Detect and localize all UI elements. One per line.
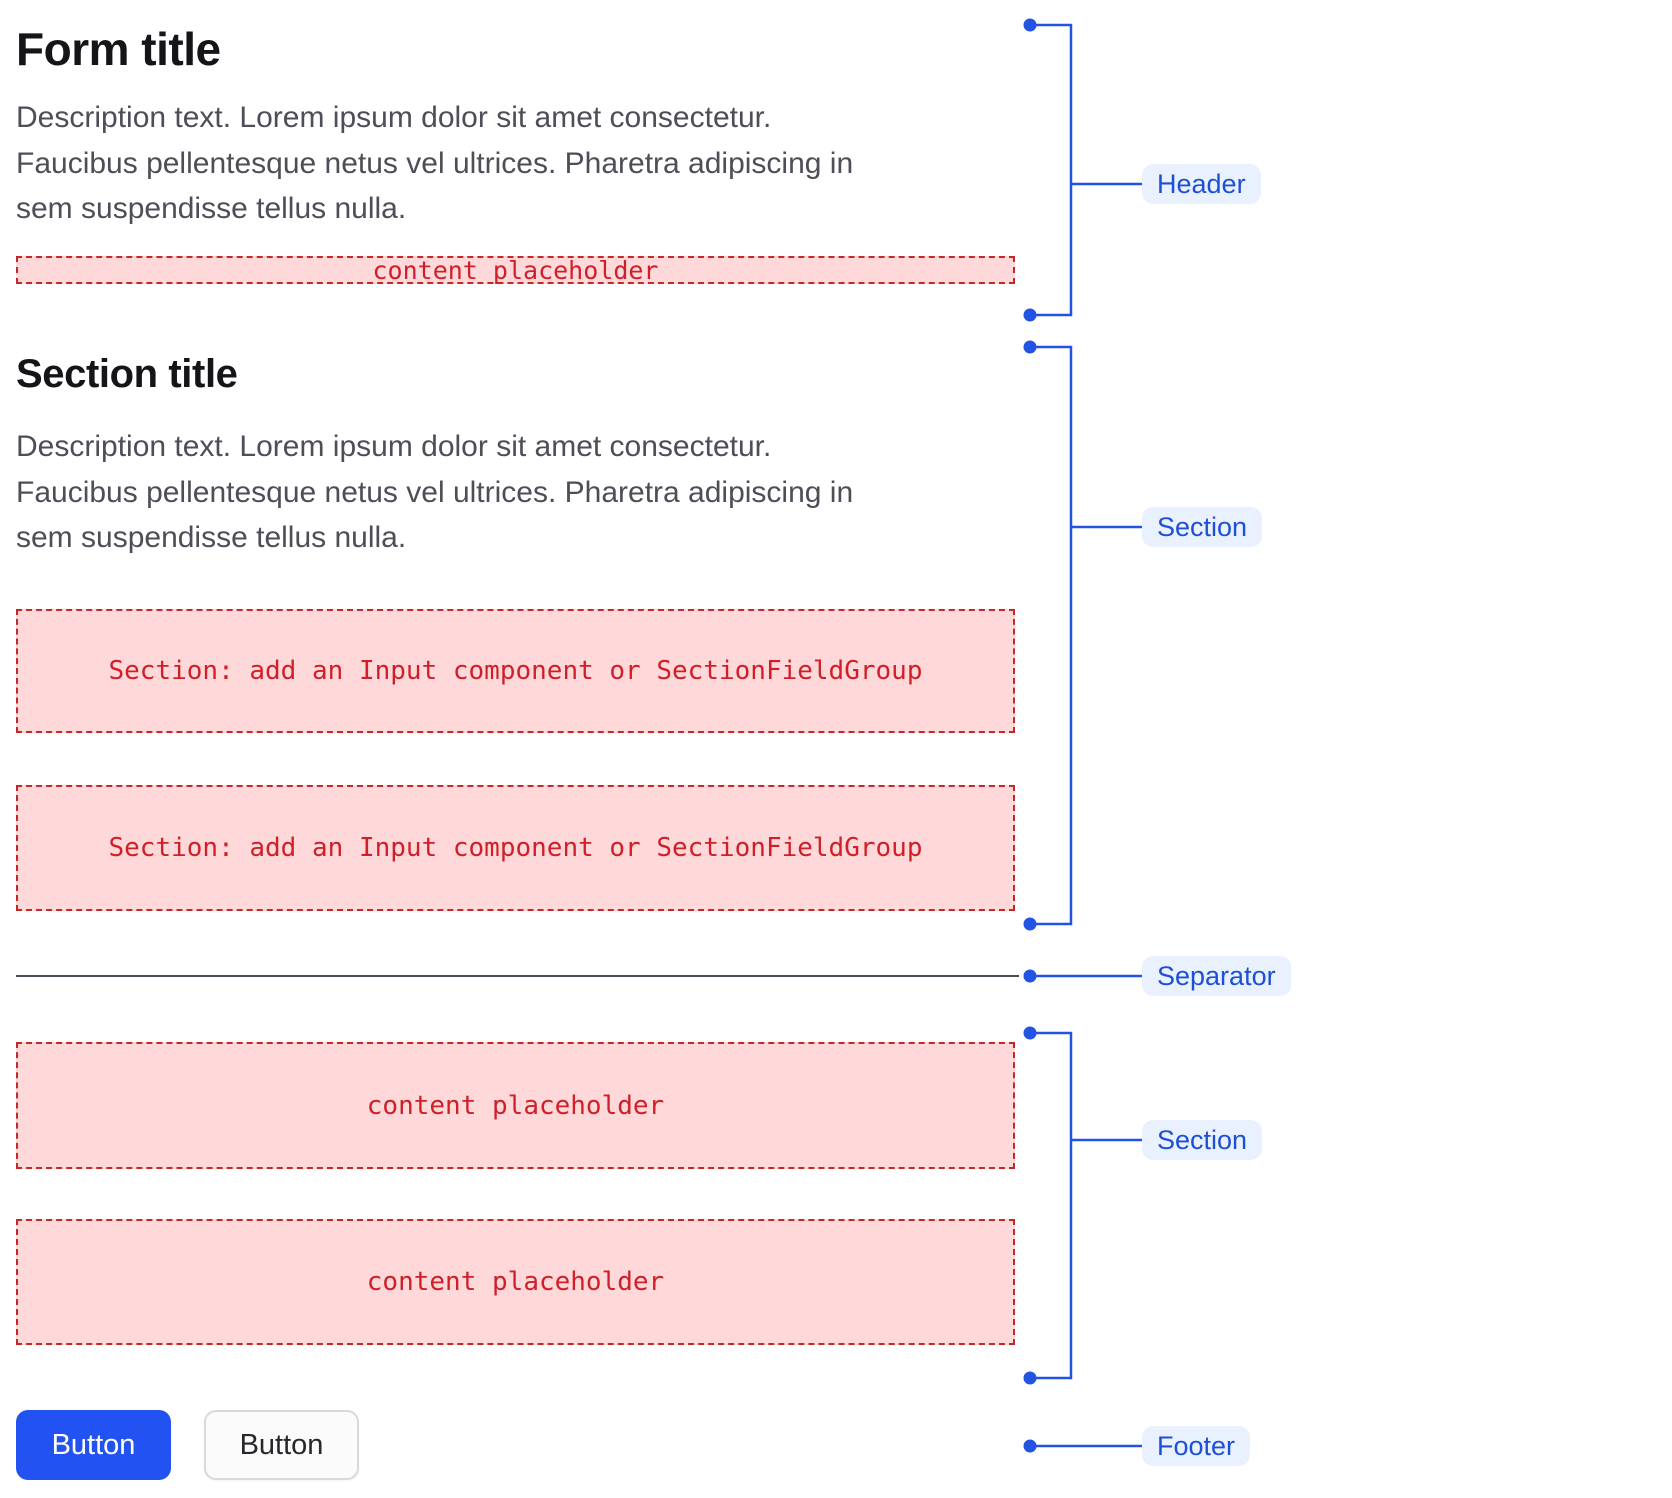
primary-button-label: Button xyxy=(51,1428,136,1461)
annotation-label-footer: Footer xyxy=(1142,1426,1251,1466)
section2-bracket xyxy=(1030,1031,1073,1380)
header-content-placeholder: content placeholder xyxy=(16,256,1015,284)
section2-top-dot xyxy=(1023,1026,1037,1040)
section-field-placeholder-1: Section: add an Input component or Secti… xyxy=(16,609,1015,733)
header-bracket xyxy=(1030,23,1073,317)
section2-bottom-dot xyxy=(1023,1371,1037,1385)
section-field-placeholder-2: Section: add an Input component or Secti… xyxy=(16,785,1015,911)
section2-content-placeholder-2-text: content placeholder xyxy=(366,1267,665,1297)
section1-bottom-dot xyxy=(1023,917,1037,931)
header-content-placeholder-text: content placeholder xyxy=(372,255,659,285)
separator-line xyxy=(16,975,1019,977)
form-description: Description text. Lorem ipsum dolor sit … xyxy=(16,101,854,225)
primary-button[interactable]: Button xyxy=(16,1410,171,1480)
section2-content-placeholder-1: content placeholder xyxy=(16,1042,1015,1169)
section1-top-dot xyxy=(1023,340,1037,354)
section-field-placeholder-1-text: Section: add an Input component or Secti… xyxy=(108,656,923,686)
section2-content-placeholder-2: content placeholder xyxy=(16,1219,1015,1345)
footer-dot xyxy=(1023,1439,1037,1453)
annotation-label-header: Header xyxy=(1142,164,1261,204)
annotation-label-section-2: Section xyxy=(1142,1120,1263,1160)
section2-content-placeholder-1-text: content placeholder xyxy=(366,1090,665,1121)
header-top-dot xyxy=(1023,18,1037,32)
annotation-label-separator: Separator xyxy=(1142,956,1291,996)
secondary-button[interactable]: Button xyxy=(204,1410,359,1480)
section-field-placeholder-2-text: Section: add an Input component or Secti… xyxy=(108,833,923,863)
annotation-label-section-1: Section xyxy=(1142,507,1263,547)
section1-bracket xyxy=(1030,345,1073,926)
separator-dot xyxy=(1023,969,1037,983)
form-title: Form title xyxy=(16,23,221,75)
secondary-button-label: Button xyxy=(239,1428,324,1461)
section-title: Section title xyxy=(16,352,238,396)
header-bottom-dot xyxy=(1023,308,1037,322)
section-description: Description text. Lorem ipsum dolor sit … xyxy=(16,430,854,554)
